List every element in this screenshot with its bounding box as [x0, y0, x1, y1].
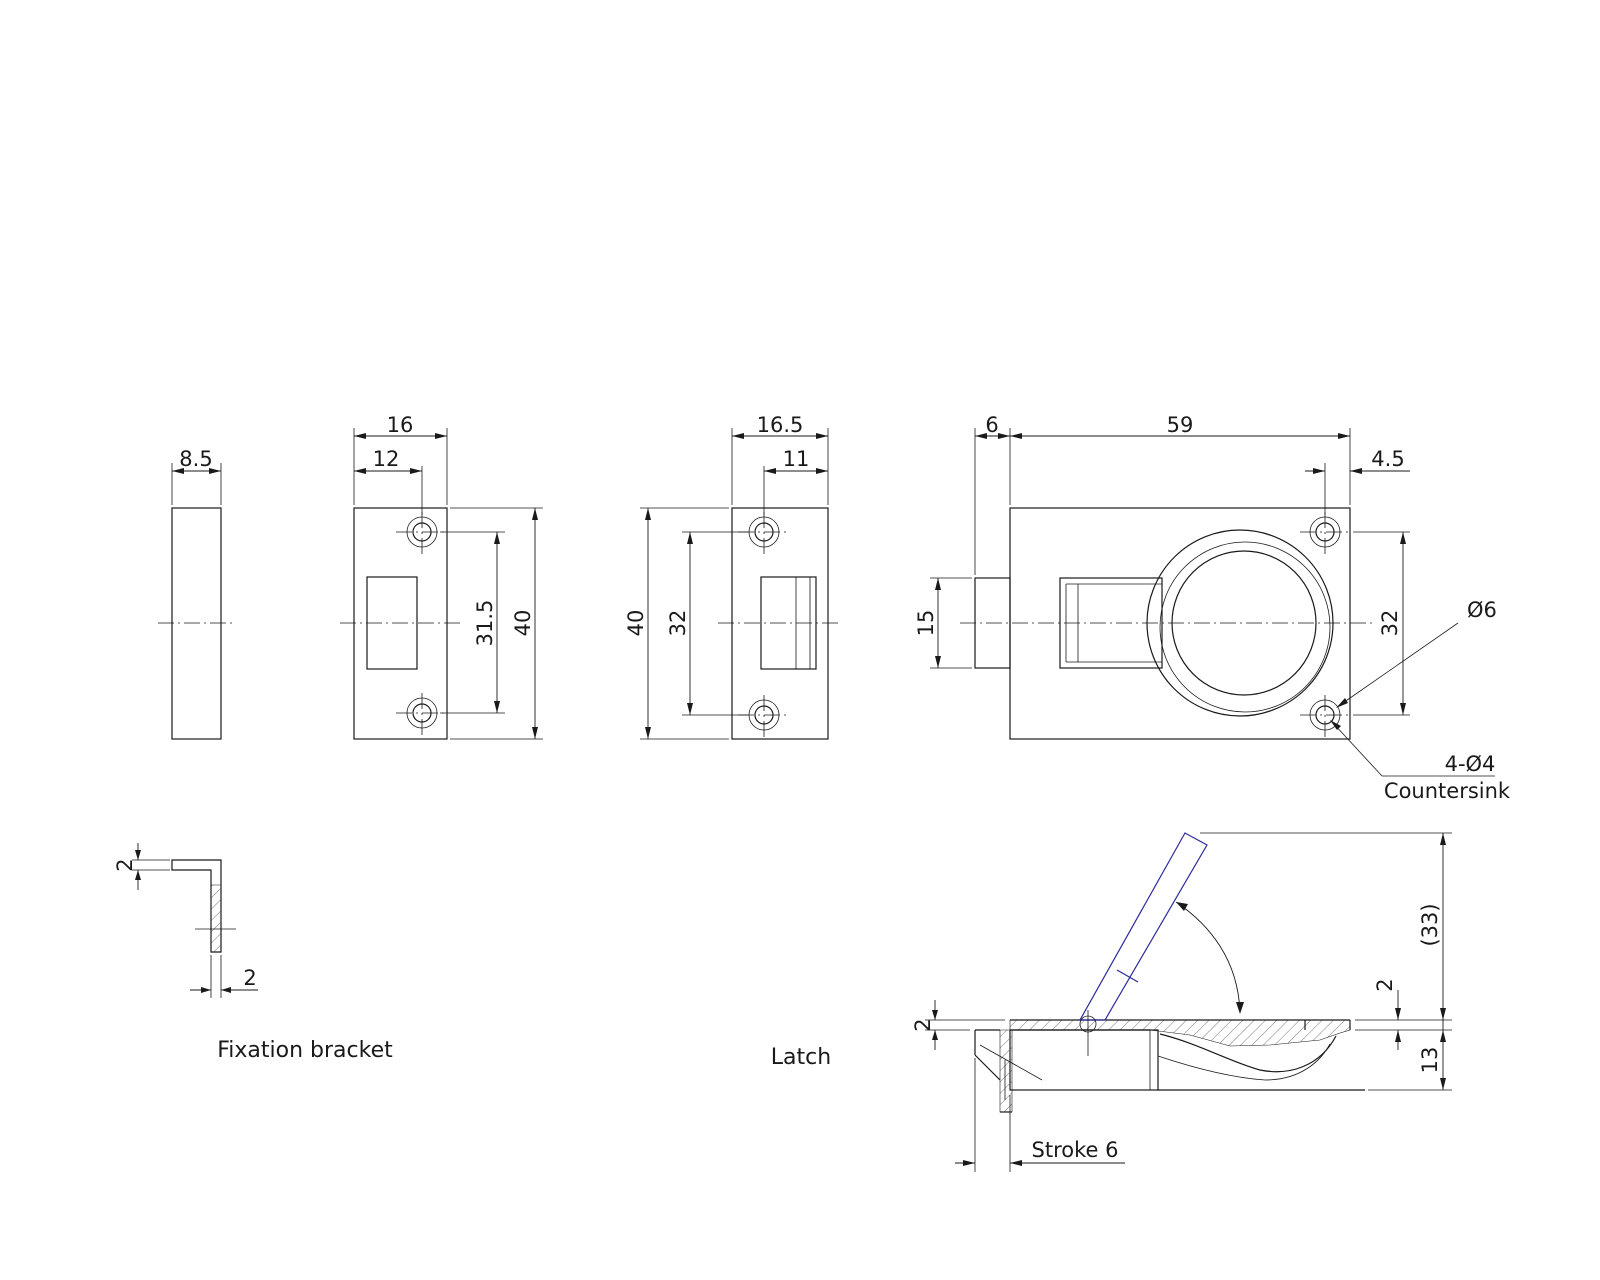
dim-plate-hole-pitch: 32: [666, 610, 690, 637]
countersunk-hole: [1300, 695, 1350, 739]
mount-hole: [738, 695, 790, 739]
raised-handle: [1078, 832, 1208, 1021]
dim-stroke: Stroke 6: [1032, 1138, 1119, 1162]
dim-body-height: 13: [1418, 1047, 1442, 1074]
dim-bolt-offset: 6: [985, 413, 998, 437]
dim-plate-width: 16.5: [757, 413, 804, 437]
caption-bracket: Fixation bracket: [217, 1038, 393, 1063]
dim-strike-hole-pitch: 31.5: [473, 600, 497, 647]
latch-front-view: 6 59 4.5 15 32 Ø6 4-Ø4 Countersink: [914, 413, 1511, 803]
latch-housing: [1009, 1029, 1159, 1091]
side-view: 8.5: [158, 447, 236, 740]
dim-plate-slot: 11: [783, 447, 810, 471]
mount-hole: [396, 693, 448, 739]
dim-strike-slot: 12: [373, 447, 400, 471]
strike-front-view: 16 12 31.5 40: [340, 413, 543, 740]
strike-plate-view: 16.5 11 40 32: [624, 413, 842, 740]
dim-latch-length: 59: [1167, 413, 1194, 437]
label-holes: 4-Ø4: [1445, 752, 1496, 776]
label-diameter: Ø6: [1467, 598, 1497, 622]
caption-latch: Latch: [771, 1045, 831, 1070]
mount-hole: [396, 512, 448, 556]
dim-strike-height: 40: [511, 610, 535, 637]
dim-latch-hole-pitch: 32: [1378, 610, 1402, 637]
dim-bolt-height: 15: [914, 610, 938, 637]
dim-hole-edge: 4.5: [1371, 447, 1404, 471]
countersunk-hole: [1300, 512, 1350, 556]
dim-plate-height: 40: [624, 610, 648, 637]
strike-plate-outline: [731, 507, 829, 740]
dim-strike-width: 16: [387, 413, 414, 437]
dim-bracket-wall: 2: [243, 966, 256, 990]
bracket-view: 2 2 Fixation bracket: [113, 843, 393, 1063]
dim-plate-thickness-left: 2: [911, 1018, 935, 1031]
leader-line: [1332, 722, 1383, 777]
ring-section: [1159, 1033, 1337, 1073]
dim-plate-thickness: 2: [1373, 978, 1397, 991]
bracket-section: [210, 884, 222, 953]
dim-side-width: 8.5: [179, 447, 212, 471]
dim-bracket-top: 2: [113, 858, 137, 871]
dim-open-height: (33): [1418, 903, 1442, 946]
side-view-outline: [171, 507, 222, 740]
mount-hole: [738, 512, 790, 556]
label-countersink: Countersink: [1384, 779, 1511, 803]
leader-line: [1339, 622, 1459, 706]
latch-body-outline: [1009, 507, 1351, 740]
strike-front-outline: [353, 507, 448, 740]
top-plate-section: [1009, 1019, 1351, 1047]
latch-section-view: (33) 2 13 2 Stroke 6 Latch: [771, 832, 1452, 1172]
angle-arc: [1175, 901, 1241, 1013]
